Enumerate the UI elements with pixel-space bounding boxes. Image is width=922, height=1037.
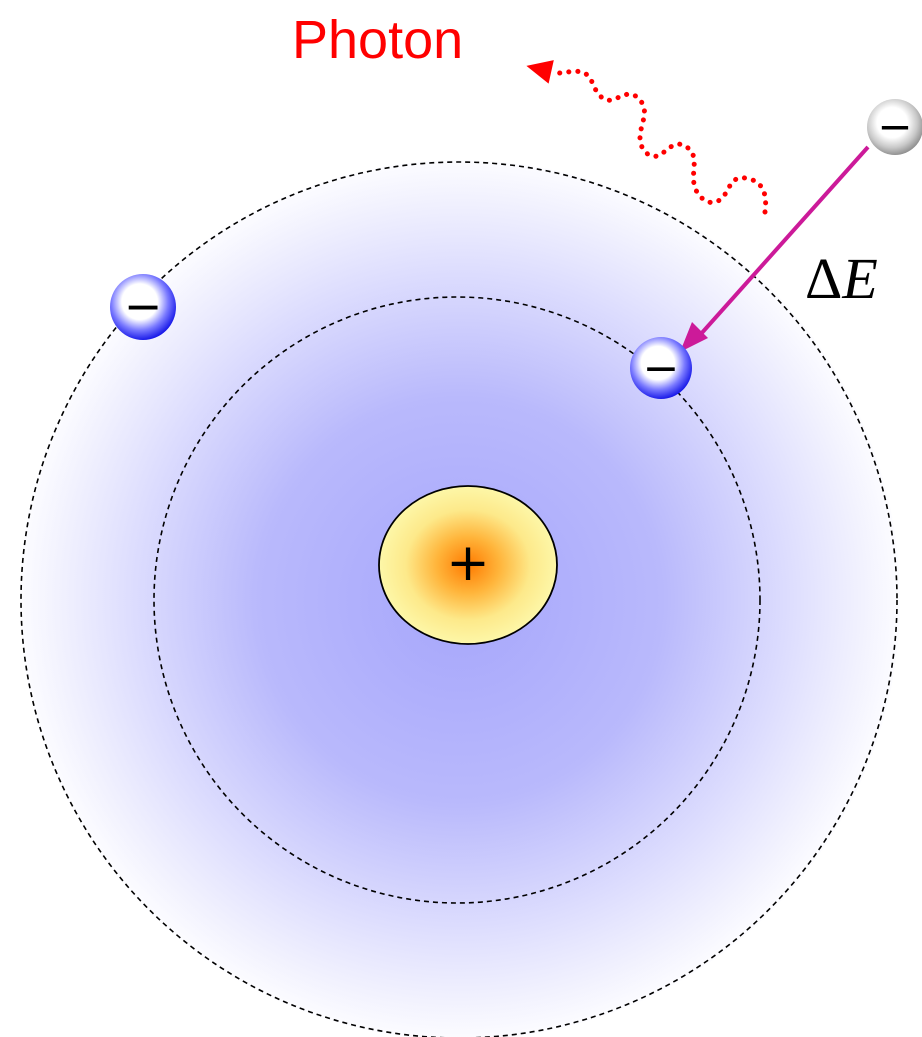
free-electron: − xyxy=(867,99,922,155)
inner-orbit xyxy=(153,296,761,904)
electron-inner-orbit: − xyxy=(630,337,692,399)
nucleus-plus-sign: + xyxy=(446,533,490,593)
delta-symbol: Δ xyxy=(805,246,842,311)
photon-wave xyxy=(549,68,769,215)
electron-minus-sign: − xyxy=(124,279,163,333)
photon-arrowhead xyxy=(526,60,554,84)
energy-transition-arrow xyxy=(680,145,870,352)
energy-symbol: E xyxy=(841,246,877,311)
photon-label: Photon xyxy=(292,10,463,70)
electron-minus-sign: − xyxy=(643,343,680,394)
nucleus: + xyxy=(378,485,558,645)
delta-e-label: ΔE xyxy=(805,246,878,311)
electron-minus-sign: − xyxy=(877,102,912,151)
electron-outer-orbit: − xyxy=(110,274,176,340)
outer-orbit xyxy=(20,161,898,1037)
